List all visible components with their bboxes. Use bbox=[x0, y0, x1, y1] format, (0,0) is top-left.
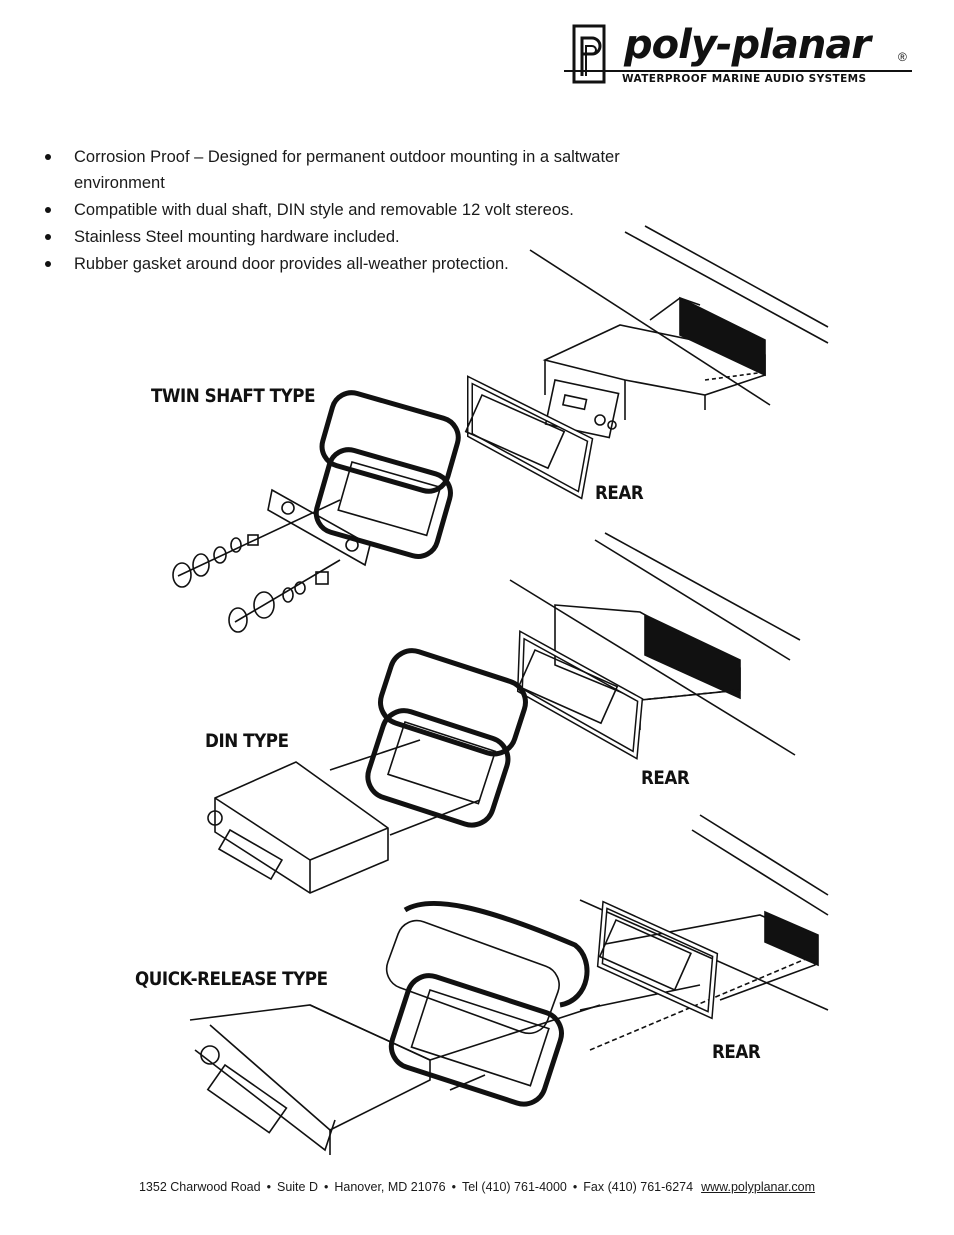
feature-text: Corrosion Proof – Designed for permanent… bbox=[74, 148, 620, 192]
footer-contact: 1352 Charwood Road • Suite D • Hanover, MD 2… bbox=[0, 1180, 954, 1194]
footer-address: 1352 Charwood Road bbox=[138, 1180, 261, 1194]
website-link[interactable]: www.polyplanar.com bbox=[701, 1180, 816, 1194]
poly-planar-logo-icon bbox=[572, 24, 606, 84]
bullet-icon bbox=[45, 154, 51, 160]
din-type-label: DIN TYPE bbox=[205, 730, 289, 752]
footer-city: Hanover, MD 21076 bbox=[334, 1180, 446, 1194]
footer-separator: • bbox=[451, 1180, 456, 1194]
logo-rule bbox=[564, 70, 912, 72]
rear-label-din: REAR bbox=[641, 767, 690, 789]
quick-release-illustration bbox=[189, 814, 829, 1155]
feature-text: Rubber gasket around door provides all-w… bbox=[74, 255, 509, 273]
brand-name: poly-planar bbox=[624, 22, 871, 68]
twin-shaft-type-label: TWIN SHAFT TYPE bbox=[151, 385, 316, 407]
footer-separator: • bbox=[572, 1180, 578, 1194]
registered-mark: ® bbox=[898, 50, 907, 64]
list-item: Compatible with dual shaft, DIN style an… bbox=[40, 197, 620, 223]
brand-logo: poly-planar ® WATERPROOF MARINE AUDIO SY… bbox=[564, 22, 924, 90]
footer-fax: Fax (410) 761-6274 bbox=[583, 1180, 694, 1194]
list-item: Corrosion Proof – Designed for permanent… bbox=[40, 144, 620, 196]
brand-tagline: WATERPROOF MARINE AUDIO SYSTEMS bbox=[622, 73, 867, 85]
list-item: Stainless Steel mounting hardware includ… bbox=[40, 224, 620, 250]
footer-separator: • bbox=[266, 1180, 271, 1194]
rear-label-twin-shaft: REAR bbox=[595, 482, 644, 504]
list-item: Rubber gasket around door provides all-w… bbox=[40, 251, 620, 277]
feature-text: Stainless Steel mounting hardware includ… bbox=[74, 228, 400, 246]
footer-separator: • bbox=[323, 1180, 329, 1194]
bullet-icon bbox=[45, 234, 51, 240]
rear-label-quick-release: REAR bbox=[712, 1041, 761, 1063]
feature-list: Corrosion Proof – Designed for permanent… bbox=[40, 144, 620, 278]
footer-tel: Tel (410) 761-4000 bbox=[461, 1180, 567, 1194]
din-illustration bbox=[207, 532, 801, 894]
twin-shaft-illustration bbox=[172, 225, 829, 633]
bullet-icon bbox=[45, 261, 51, 267]
footer-suite: Suite D bbox=[276, 1180, 318, 1194]
quick-release-type-label: QUICK-RELEASE TYPE bbox=[135, 968, 328, 990]
bullet-icon bbox=[45, 207, 51, 213]
feature-text: Compatible with dual shaft, DIN style an… bbox=[74, 201, 574, 219]
